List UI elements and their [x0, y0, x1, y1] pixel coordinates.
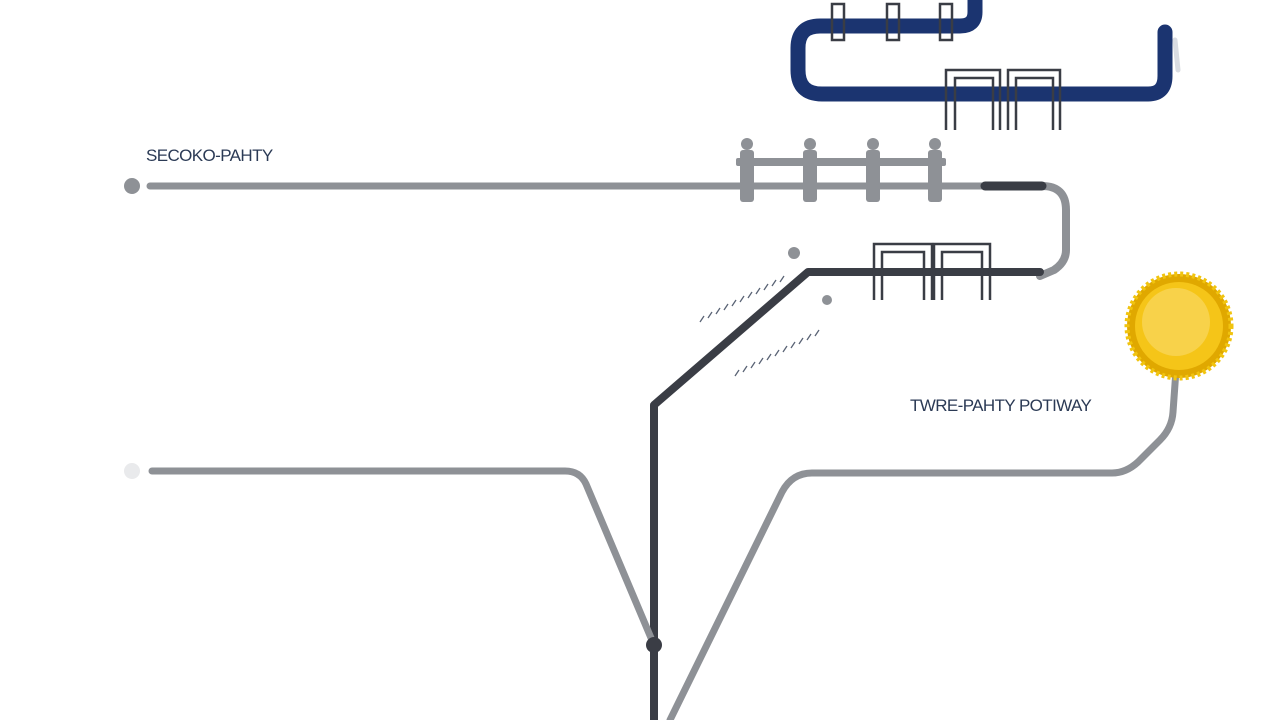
third-party-line	[666, 366, 1180, 720]
dark-branch-group	[650, 242, 1044, 720]
left-lower-line	[148, 467, 658, 649]
node-dot-icon	[124, 463, 140, 479]
rack-icon	[872, 242, 992, 300]
navy-pipe-group	[790, 0, 1181, 130]
lower-lines-group	[124, 366, 1180, 720]
node-dot-icon	[788, 247, 800, 259]
rack-icon	[830, 2, 954, 42]
third-party-pathway-label: TWRE-PAHTY POTIWAY	[910, 396, 1092, 415]
navy-pipe	[790, 0, 1173, 102]
dark-branch-line	[650, 268, 1044, 720]
second-party-line-group	[124, 138, 1070, 280]
node-dot-icon	[822, 295, 832, 305]
sun-icon	[1124, 271, 1234, 381]
second-party-elbow	[981, 182, 1070, 280]
post-icon	[736, 138, 946, 202]
rack-icon	[944, 68, 1062, 130]
diagonal-tick-marks	[699, 275, 820, 377]
junction-node	[646, 637, 662, 653]
node-dot-icon	[124, 178, 140, 194]
second-party-label: SECOKO-PAHTY	[146, 146, 273, 165]
navy-pipe-shadow	[1172, 37, 1181, 73]
